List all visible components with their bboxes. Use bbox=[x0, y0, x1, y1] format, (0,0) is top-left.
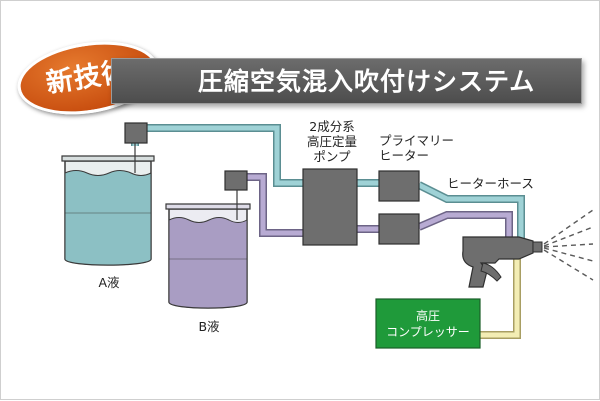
pump-label-line1: 2成分系 bbox=[309, 119, 355, 134]
primary-heater-label-line1: プライマリー bbox=[379, 133, 455, 148]
compressor bbox=[375, 298, 481, 349]
primary-heater-label: プライマリー ヒーター bbox=[379, 133, 454, 163]
pump-label-line3: ポンプ bbox=[313, 149, 351, 164]
compressor-label-line2: コンプレッサー bbox=[386, 324, 470, 339]
metering-pump bbox=[302, 168, 358, 246]
primary-heater bbox=[378, 170, 420, 245]
compressor-label-line1: 高圧 bbox=[415, 308, 440, 323]
spray-pattern bbox=[543, 209, 594, 281]
compressor-label: 高圧 コンプレッサー bbox=[376, 299, 480, 348]
spray-gun bbox=[462, 236, 543, 288]
pump-label-line2: 高圧定量 bbox=[306, 134, 357, 149]
tank-b bbox=[165, 170, 251, 309]
tank-b-label: B液 bbox=[198, 319, 220, 334]
pump-label: 2成分系 高圧定量 ポンプ bbox=[297, 119, 367, 164]
page-title: 圧縮空気混入吹付けシステム bbox=[111, 58, 582, 104]
tank-a bbox=[61, 122, 155, 266]
primary-heater-label-line2: ヒーター bbox=[379, 148, 430, 163]
tank-a-label: A液 bbox=[98, 275, 120, 290]
air-pipe bbox=[480, 259, 521, 339]
heater-hose-label: ヒーターホース bbox=[447, 176, 534, 191]
